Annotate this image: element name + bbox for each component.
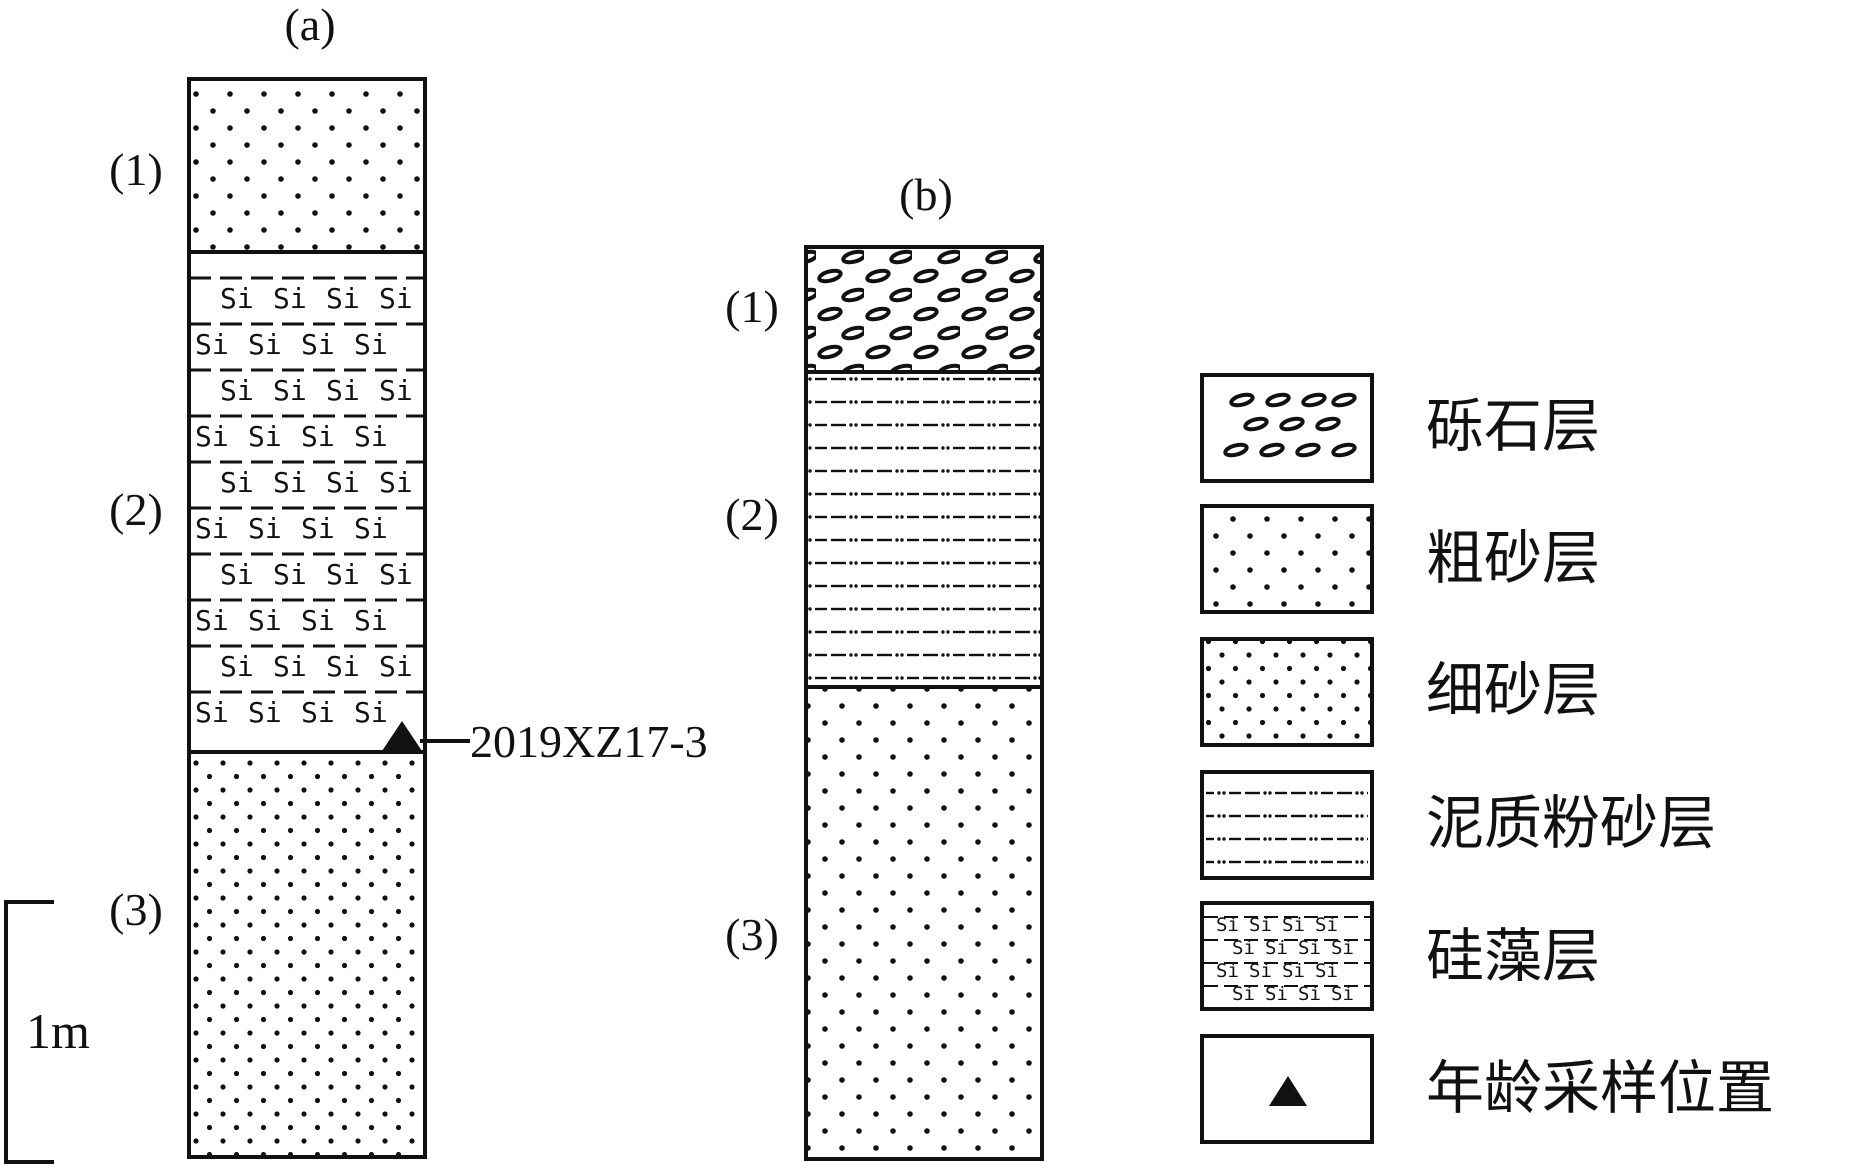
gravel-swatch-icon [1223,392,1357,458]
column-a-layer-2-label: (2) [109,484,163,535]
diatom-symbol: Si [220,558,254,591]
column-b: (b) (1) (2) (3) [725,169,1044,1161]
diatom-symbol: Si [326,466,360,499]
legend-label-gravel: 砾石层 [1426,394,1600,459]
column-b-layer-1-fill [806,247,1042,372]
diatom-symbol: Si [1265,983,1288,1005]
scale-bar-label: 1m [26,1003,90,1059]
column-a-layer-3-label: (3) [109,884,163,935]
legend-label-sample: 年龄采样位置 [1426,1056,1774,1121]
legend-label-coarse-sand: 粗砂层 [1426,526,1600,591]
diatom-symbol: Si [1249,960,1272,982]
diatom-symbol: Si [273,650,307,683]
diatom-symbol: Si [1232,937,1255,959]
diatom-symbol: Si [220,466,254,499]
diatom-symbol: Si [195,420,229,453]
diatom-symbol: Si [248,604,282,637]
diatom-symbol: Si [1216,914,1239,936]
column-b-layer-3-label: (3) [725,909,779,960]
diatom-symbol: Si [379,374,413,407]
diatom-symbol: Si [354,512,388,545]
diatom-symbol: Si [379,558,413,591]
diatom-symbol: Si [1315,960,1338,982]
diatom-symbol: Si [1232,983,1255,1005]
diatom-symbol: Si [379,282,413,315]
sample-triangle-icon [380,721,424,754]
diatom-symbol: Si [220,282,254,315]
diatom-symbol: Si [195,604,229,637]
diatom-symbol: Si [301,328,335,361]
diatom-symbol: Si [195,512,229,545]
diatom-symbol: Si [354,696,388,729]
diatom-symbol: Si [379,466,413,499]
diatom-symbol: Si [354,604,388,637]
diatom-symbol: Si [220,374,254,407]
diatom-symbol: Si [195,696,229,729]
column-a-title: (a) [284,0,335,50]
diatom-symbol: Si [326,650,360,683]
sample-marker: 2019XZ17-3 [380,716,708,767]
legend-item-sample: 年龄采样位置 [1200,1034,1774,1144]
column-a-layer-1-label: (1) [109,144,163,195]
diatom-symbol: Si [248,512,282,545]
diatom-symbol: Si [248,696,282,729]
diatom-symbol: Si [273,466,307,499]
legend-item-coarse-sand: 粗砂层 [1200,504,1600,614]
diatom-symbol: Si [273,282,307,315]
diatom-symbol: Si [273,558,307,591]
diatom-symbol: Si [1331,937,1354,959]
diatom-symbol: Si [301,604,335,637]
diatom-symbol: Si [1331,983,1354,1005]
legend-item-gravel: 砾石层 [1200,373,1600,483]
diatom-symbol: Si [379,650,413,683]
legend-item-muddy-silt: 泥质粉砂层 [1200,770,1716,880]
column-b-layer-1-label: (1) [725,281,779,332]
diatom-symbol: Si [326,282,360,315]
column-a-layer-1-fill [189,79,425,252]
diatom-symbol: Si [301,420,335,453]
diatom-symbol: Si [301,696,335,729]
column-b-frame [804,245,1044,1161]
legend-label-muddy-silt: 泥质粉砂层 [1426,791,1716,856]
column-a-layer-3-fill [189,752,425,1157]
diatom-symbol: Si [326,558,360,591]
diatom-symbol: Si [1216,960,1239,982]
diatom-symbol: Si [326,374,360,407]
diatom-symbol: Si [1315,914,1338,936]
diatom-symbol: Si [220,650,254,683]
diatom-symbol: Si [273,374,307,407]
diatom-symbol: Si [354,420,388,453]
column-b-title: (b) [899,169,953,220]
diatom-symbol: Si [195,328,229,361]
legend-label-fine-sand: 细砂层 [1426,658,1600,723]
column-a-frame [187,77,427,1159]
diatom-symbol: Si [1282,914,1305,936]
diatom-symbol: Si [248,420,282,453]
legend-triangle-icon [1269,1076,1307,1106]
column-b-layer-3-fill [806,687,1042,1159]
diatom-symbol: Si [354,328,388,361]
diatom-symbol: Si [1249,914,1272,936]
sample-id-label: 2019XZ17-3 [470,716,708,767]
column-b-layer-2-label: (2) [725,489,779,540]
column-b-layer-2-fill [806,372,1042,687]
diatom-symbol: Si [1265,937,1288,959]
diatom-symbol: Si [248,328,282,361]
legend-item-fine-sand: 细砂层 [1200,637,1600,747]
diatom-symbol: Si [1282,960,1305,982]
diatom-symbol: Si [1298,937,1321,959]
diatom-symbol: Si [1298,983,1321,1005]
legend-label-diatomite: 硅藻层 [1426,924,1600,989]
diatom-symbol: Si [301,512,335,545]
scale-bar: 1m [4,900,90,1164]
